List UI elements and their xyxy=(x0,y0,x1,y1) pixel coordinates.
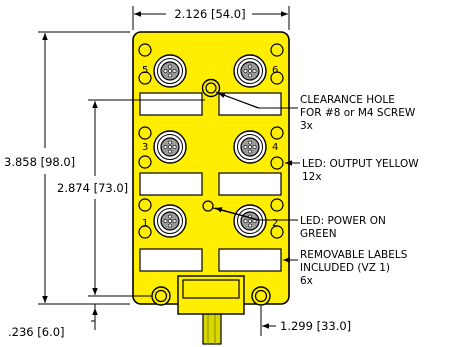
dimension-mount-spacing: 1.299 [33.0] xyxy=(260,306,351,336)
led-column-left xyxy=(138,43,152,239)
port-number-4: 4 xyxy=(272,142,278,153)
dimension-total-height-label: 3.858 [98.0] xyxy=(4,155,75,169)
m12-connector xyxy=(153,130,187,164)
m12-connector xyxy=(153,204,187,238)
led-output-indicator xyxy=(138,126,152,140)
callout-led-output-line2: 12x xyxy=(302,171,322,183)
callout-led-output-line1: LED: OUTPUT YELLOW xyxy=(302,158,419,170)
removable-labels xyxy=(139,92,282,272)
callout-clearance-hole-line2: FOR #8 or M4 SCREW xyxy=(300,107,416,119)
port-number-5: 5 xyxy=(142,65,148,76)
port-number-2: 2 xyxy=(272,218,278,229)
callout-labels-line2: INCLUDED (VZ 1) xyxy=(300,262,390,274)
label-slot xyxy=(139,92,203,116)
led-output-indicator xyxy=(138,155,152,169)
callout-labels-line3: 6x xyxy=(300,275,313,287)
cable-strain-relief xyxy=(177,275,245,315)
callout-clearance-hole-line3: 3x xyxy=(300,120,313,132)
label-slot xyxy=(139,172,203,196)
clearance-hole-bottom-left xyxy=(151,286,171,306)
label-slot xyxy=(218,248,282,272)
led-output-indicator xyxy=(138,225,152,239)
callout-led-power-line2: GREEN xyxy=(300,228,337,240)
led-output-indicator xyxy=(270,43,284,57)
led-output-indicator xyxy=(270,225,284,239)
clearance-hole-top xyxy=(201,78,221,98)
dimension-width-label: 2.126 [54.0] xyxy=(174,7,245,21)
led-output-indicator xyxy=(138,198,152,212)
label-slot xyxy=(218,172,282,196)
dimension-bottom-offset-label: .236 [6.0] xyxy=(8,325,65,339)
callout-led-power-line1: LED: POWER ON xyxy=(300,215,386,227)
callout-labels-line1: REMOVABLE LABELS xyxy=(300,249,408,261)
dimension-mount-height: 2.874 [73.0] xyxy=(57,99,205,297)
led-column-right xyxy=(270,43,284,239)
clearance-hole-bottom-right xyxy=(251,286,271,306)
port-number-1: 1 xyxy=(142,218,148,229)
led-output-indicator xyxy=(270,198,284,212)
m12-connector xyxy=(233,130,267,164)
callout-led-power: LED: POWER ON GREEN xyxy=(212,207,386,240)
port-number-3: 3 xyxy=(142,142,148,153)
callout-removable-labels: REMOVABLE LABELS INCLUDED (VZ 1) 6x xyxy=(283,249,408,287)
dimension-mount-spacing-label: 1.299 [33.0] xyxy=(280,319,351,333)
callout-led-output: LED: OUTPUT YELLOW 12x xyxy=(285,158,419,183)
led-output-indicator xyxy=(270,156,284,170)
led-output-indicator xyxy=(138,71,152,85)
m12-connector xyxy=(153,54,187,88)
dimension-width: 2.126 [54.0] xyxy=(132,6,290,30)
dimension-total-height: 3.858 [98.0] xyxy=(4,31,130,305)
led-power-indicator xyxy=(202,200,214,212)
m12-connector xyxy=(233,204,267,238)
led-output-indicator xyxy=(270,126,284,140)
m12-connector xyxy=(233,54,267,88)
dimension-mount-height-label: 2.874 [73.0] xyxy=(57,181,128,195)
m12-connectors xyxy=(153,54,267,238)
label-slot xyxy=(218,92,282,116)
callout-clearance-hole: CLEARANCE HOLE FOR #8 or M4 SCREW 3x xyxy=(215,91,416,132)
led-output-indicator xyxy=(270,71,284,85)
label-slot xyxy=(139,248,203,272)
dimension-bottom-offset: .236 [6.0] xyxy=(8,304,98,339)
led-output-indicator xyxy=(138,43,152,57)
callout-clearance-hole-line1: CLEARANCE HOLE xyxy=(300,94,395,106)
port-number-6: 6 xyxy=(272,65,278,76)
